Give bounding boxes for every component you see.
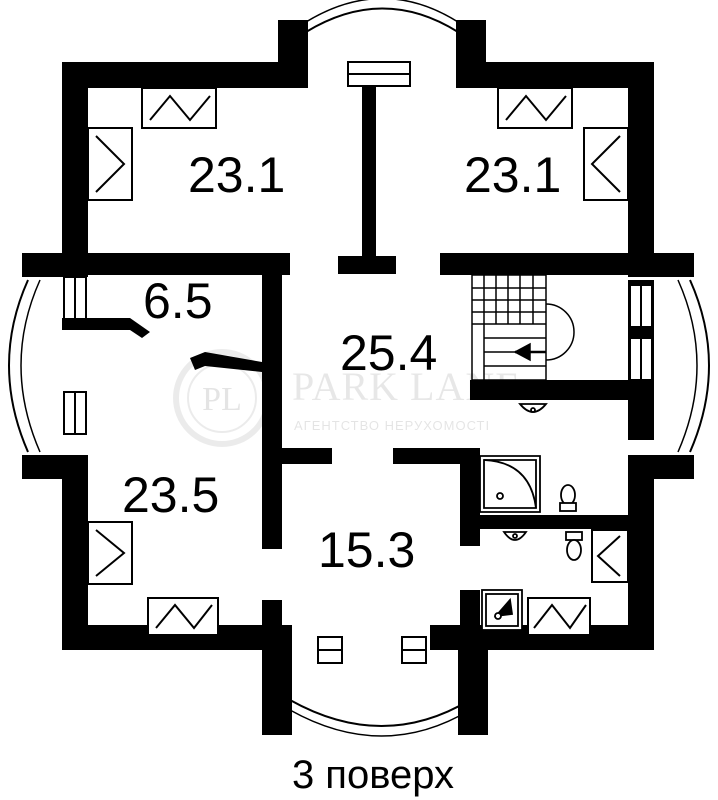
windows xyxy=(63,61,653,664)
washbasin xyxy=(502,531,528,541)
radiator xyxy=(583,127,629,201)
bathroom-fixtures xyxy=(479,403,583,631)
shower-corner xyxy=(479,455,541,513)
radiator xyxy=(497,87,573,129)
room-area-small: 6.5 xyxy=(143,273,213,329)
bay-windows xyxy=(8,0,710,737)
room-labels: 23.1 23.1 6.5 25.4 23.5 15.3 xyxy=(122,147,561,578)
radiator xyxy=(141,87,217,129)
watermark-monogram: PL xyxy=(202,381,242,418)
watermark-tagline: АГЕНТСТВО НЕРУХОМОСТІ xyxy=(294,418,490,433)
radiator xyxy=(87,521,133,585)
staircase xyxy=(471,274,575,381)
radiator xyxy=(147,597,219,636)
watermark-brand: PARK LANE xyxy=(292,364,521,409)
room-area-ne: 23.1 xyxy=(464,147,561,203)
shower-tray xyxy=(481,589,523,631)
room-area-sw: 23.5 xyxy=(122,467,219,523)
radiator xyxy=(527,597,591,636)
room-area-nw: 23.1 xyxy=(188,147,285,203)
watermark: PL PARK LANE АГЕНТСТВО НЕРУХОМОСТІ xyxy=(173,349,521,447)
room-area-hall: 25.4 xyxy=(340,325,437,381)
radiator xyxy=(87,127,133,201)
radiators xyxy=(87,87,629,636)
walls xyxy=(22,20,694,735)
radiator xyxy=(591,529,629,583)
toilet xyxy=(559,484,577,512)
toilet xyxy=(565,531,583,561)
washbasin xyxy=(518,403,548,413)
room-area-lobby: 15.3 xyxy=(318,522,415,578)
floor-label: 3 поверх xyxy=(292,753,454,797)
